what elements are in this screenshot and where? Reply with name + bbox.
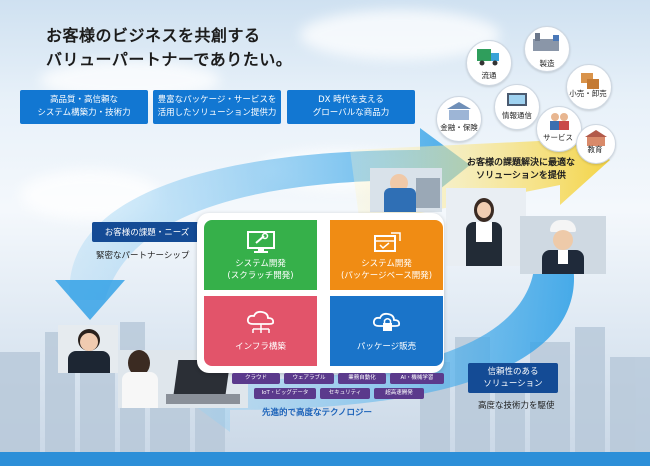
monitor-tools-icon	[246, 231, 275, 253]
industry-label: 製造	[539, 59, 555, 68]
service-label: システム開発	[235, 259, 286, 269]
feature-line: 高品質・高信頼な	[49, 95, 118, 105]
industry-finance-circle	[436, 96, 482, 142]
lower-cycle-arrow	[180, 250, 575, 432]
industry-label: 教育	[587, 145, 603, 154]
industry-label: 情報通信	[502, 111, 532, 120]
industry-label: 金融・保険	[440, 123, 478, 132]
tech-tag: クラウド	[232, 373, 280, 384]
service-sublabel: (パッケージベース開発)	[340, 271, 433, 281]
industry-label: 小売・卸売	[569, 89, 607, 98]
footer-bar	[0, 452, 650, 466]
service-infrastructure: インフラ構築	[204, 296, 317, 366]
package-dev-icon	[373, 232, 401, 252]
feature-line: 豊富なパッケージ・サービスを	[157, 95, 277, 105]
industry-it-circle	[494, 84, 540, 130]
service-label: インフラ構築	[235, 341, 286, 352]
cloud-decoration	[300, 10, 500, 60]
factory-worker-photo	[370, 168, 442, 212]
feature-line: システム構築力・技術力	[37, 108, 131, 118]
tech-tag: 業務自動化	[338, 373, 386, 384]
service-label: パッケージ販売	[356, 341, 417, 352]
industry-distribution-circle	[466, 40, 512, 86]
service-package-sales: パッケージ販売	[330, 296, 443, 366]
people-icon	[550, 113, 569, 130]
solution-offer-line: ソリューションを提供	[476, 171, 566, 181]
technology-caption: 先進的で高度なテクノロジー	[262, 408, 372, 418]
title-line-1: お客様のビジネスを共創する	[46, 26, 261, 45]
service-scratch-dev: システム開発 (スクラッチ開発)	[204, 220, 317, 290]
reliable-solution-label: 信頼性のある ソリューション	[468, 363, 558, 393]
service-sublabel: (スクラッチ開発)	[227, 271, 294, 281]
tech-tag: ウェアラブル	[284, 373, 334, 384]
industry-label: 流通	[481, 71, 497, 80]
left-arrow-head	[55, 280, 125, 320]
tech-tag: セキュリティ	[320, 388, 370, 399]
computer-icon	[507, 93, 527, 106]
reliable-line: ソリューション	[483, 379, 543, 389]
cloud-lock-icon	[372, 312, 400, 331]
solution-offer-line: お客様の課題解決に最適な	[466, 158, 575, 168]
truck-icon	[477, 49, 499, 66]
bank-icon	[447, 102, 471, 120]
needs-caption: 緊密なパートナーシップ	[96, 251, 190, 261]
service-label: システム開発	[361, 259, 412, 269]
feature-line: グローバルな商品力	[312, 108, 390, 118]
page-title: お客様のビジネスを共創する バリューパートナーでありたい。	[46, 24, 292, 72]
factory-icon	[533, 33, 559, 51]
title-line-2: バリューパートナーでありたい。	[46, 50, 293, 69]
industry-education-circle	[576, 124, 616, 164]
feature-box-quality: 高品質・高信頼なシステム構築力・技術力	[20, 90, 148, 124]
feature-line: 活用したソリューション提供力	[157, 108, 277, 118]
feature-box-dx: DX 時代を支えるグローバルな商品力	[287, 90, 415, 124]
businesswoman-photo	[446, 188, 526, 266]
industry-label: サービス	[543, 133, 573, 142]
solution-offer-text: お客様の課題解決に最適な ソリューションを提供	[446, 157, 596, 183]
tech-tag: IoT・ビッグデータ	[254, 388, 316, 399]
engineer-photo	[520, 216, 606, 274]
tech-tag: 超高速開発	[374, 388, 424, 399]
needs-label: お客様の課題・ニーズ	[92, 222, 202, 242]
industry-manufacturing-circle	[524, 26, 570, 72]
cloud-network-icon	[246, 310, 274, 333]
businessman-photo	[58, 325, 118, 373]
reliable-line: 信頼性のある	[487, 367, 539, 377]
service-package-dev: システム開発 (パッケージベース開発)	[330, 220, 443, 290]
reliable-caption: 高度な技術力を駆使	[478, 401, 555, 411]
school-icon	[585, 130, 607, 146]
boxes-icon	[581, 73, 599, 89]
feature-line: DX 時代を支える	[318, 95, 384, 105]
feature-box-packages: 豊富なパッケージ・サービスを活用したソリューション提供力	[153, 90, 281, 124]
tech-tag: AI・機械学習	[390, 373, 444, 384]
industry-service-circle	[536, 106, 582, 152]
industry-retail-circle	[566, 64, 612, 110]
